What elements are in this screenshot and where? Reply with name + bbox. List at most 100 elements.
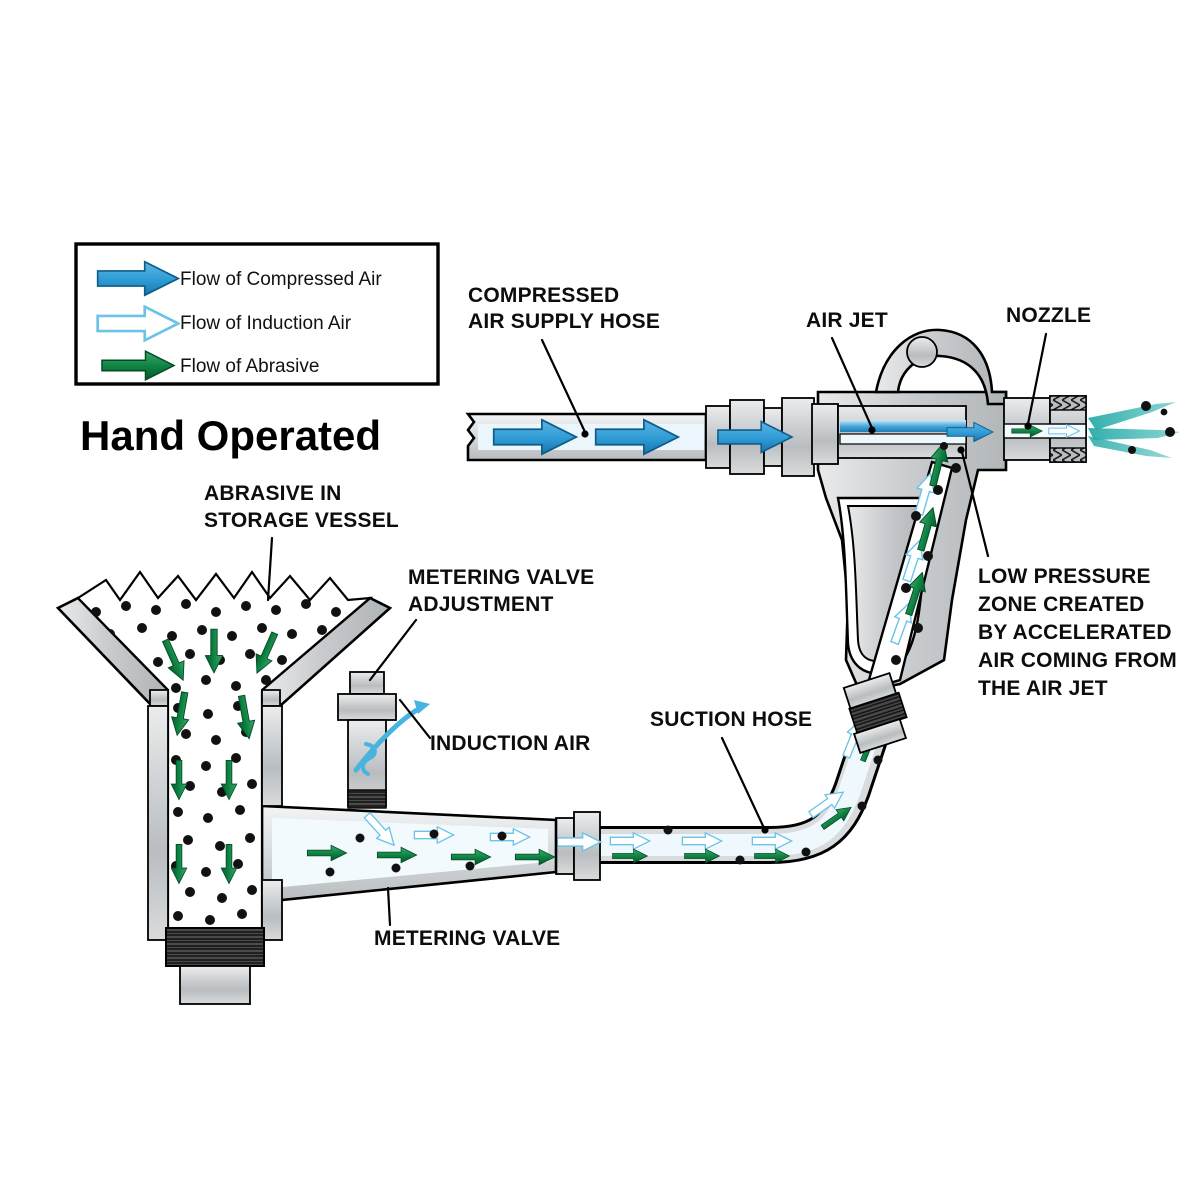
label-line: METERING VALVE [408, 566, 594, 589]
suction-hose [555, 671, 908, 881]
abrasive-particle [901, 583, 911, 593]
label-line: SUCTION HOSE [650, 708, 812, 731]
legend-label-compressed-air: Flow of Compressed Air [180, 269, 382, 290]
vessel-wall-right-lower [261, 879, 283, 941]
abrasive-particle [1165, 427, 1175, 437]
leader-line [266, 536, 274, 602]
abrasive-particle [891, 655, 901, 665]
vessel-bottom-plug [179, 965, 251, 1005]
compressed-air-supply-hose [465, 412, 708, 462]
label-line: LOW PRESSURE [978, 565, 1151, 588]
leader-dot [868, 426, 876, 434]
legend-label-abrasive: Flow of Abrasive [180, 356, 319, 377]
abrasive-particle [923, 551, 933, 561]
leader-line [960, 450, 990, 558]
label-line: BY ACCELERATED [978, 621, 1172, 644]
page-title: Hand Operated [80, 412, 381, 459]
coupling-nut [852, 717, 908, 755]
label-line: AIR JET [806, 309, 888, 332]
abrasive-particle [355, 833, 365, 843]
nozzle-thread-top [1049, 395, 1087, 411]
induction-air-inlet-curve [353, 705, 423, 773]
vessel-wall-right-upper [261, 705, 283, 807]
abrasive-storage-vessel [55, 570, 393, 1005]
label-line: ZONE CREATED [978, 593, 1145, 616]
abrasive-particle [940, 442, 948, 450]
abrasive-fill-region [76, 570, 374, 932]
leader-dot [957, 446, 965, 454]
label-induction-air: INDUCTION AIR [398, 698, 590, 755]
spray-streak [1088, 402, 1176, 430]
label-line: AIR COMING FROM [978, 649, 1177, 672]
legend-row-induction-air: Flow of Induction Air [96, 305, 352, 342]
label-line: NOZZLE [1006, 304, 1091, 327]
nozzle-assembly [1003, 395, 1180, 463]
label-line: INDUCTION AIR [430, 732, 590, 755]
leader-dot [1024, 422, 1032, 430]
grip-internal-flow [885, 440, 961, 665]
abrasive-particle [735, 855, 745, 865]
label-line: THE AIR JET [978, 677, 1108, 700]
leader-dot [761, 826, 769, 834]
abrasive-particle [1141, 401, 1151, 411]
label-metering-valve-adjustment: METERING VALVE ADJUSTMENT [368, 566, 594, 682]
label-low-pressure-zone: LOW PRESSURE ZONE CREATED BY ACCELERATED… [957, 446, 1177, 700]
abrasive-particle [933, 485, 943, 495]
abrasive-particle [873, 755, 883, 765]
abrasive-particle [913, 623, 923, 633]
air-jet-bore-lower [839, 433, 967, 445]
nozzle-thread-bottom [1049, 447, 1087, 463]
abrasive-particle [429, 829, 439, 839]
abrasive-particle [1128, 446, 1136, 454]
vessel-bottom-thread [165, 927, 265, 967]
label-line: COMPRESSED [468, 284, 619, 307]
leader-line [398, 698, 432, 740]
label-air-jet: AIR JET [806, 309, 888, 434]
abrasive-particle [857, 801, 867, 811]
valve-cap [349, 671, 385, 695]
hopper-neck-right [261, 689, 281, 707]
abrasive-particle [325, 867, 335, 877]
abrasive-particle [1160, 408, 1168, 416]
label-metering-valve: METERING VALVE [374, 886, 560, 950]
hanger-hole [906, 336, 938, 368]
abrasive-particle [663, 825, 673, 835]
label-line: METERING VALVE [374, 927, 560, 950]
legend-label-induction-air: Flow of Induction Air [180, 313, 352, 334]
leader-line [830, 336, 874, 430]
metering-valve [260, 804, 558, 904]
vessel-wall-left [147, 705, 169, 941]
gun-base-coupling [842, 671, 908, 755]
label-line: AIR SUPPLY HOSE [468, 310, 660, 333]
leader-line [386, 886, 392, 927]
valve-outlet-coupling [555, 811, 602, 881]
leader-line [720, 736, 766, 830]
leader-dot [581, 430, 589, 438]
induction-air-inlet-arrowhead [414, 700, 430, 714]
label-nozzle: NOZZLE [1006, 304, 1091, 430]
leader-line [1026, 332, 1048, 426]
hose-coupling-assembly [705, 397, 815, 477]
valve-stem-thread [347, 789, 387, 809]
legend-row-compressed-air: Flow of Compressed Air [96, 260, 382, 297]
label-abrasive-in-storage-vessel: ABRASIVE IN STORAGE VESSEL [204, 482, 399, 602]
spray-streak [1088, 428, 1180, 440]
label-compressed-air-supply-hose: COMPRESSED AIR SUPPLY HOSE [468, 284, 660, 438]
label-suction-hose: SUCTION HOSE [650, 708, 812, 834]
abrasive-particle [391, 863, 401, 873]
label-line: STORAGE VESSEL [204, 509, 399, 532]
abrasive-particle [911, 511, 921, 521]
valve-hex-nut [337, 693, 397, 721]
nozzle-bore [1003, 423, 1087, 439]
nozzle-spray [1088, 401, 1180, 458]
label-line: ABRASIVE IN [204, 482, 342, 505]
abrasive-particle [951, 463, 961, 473]
legend-row-abrasive: Flow of Abrasive [101, 350, 319, 381]
leader-line [368, 618, 418, 682]
metering-valve-adjustment [337, 671, 430, 809]
legend: Flow of Compressed Air Flow of Induction… [74, 242, 440, 386]
air-jet-barrel [811, 403, 994, 465]
jet-body-flange [811, 403, 839, 465]
leader-line [540, 338, 587, 434]
